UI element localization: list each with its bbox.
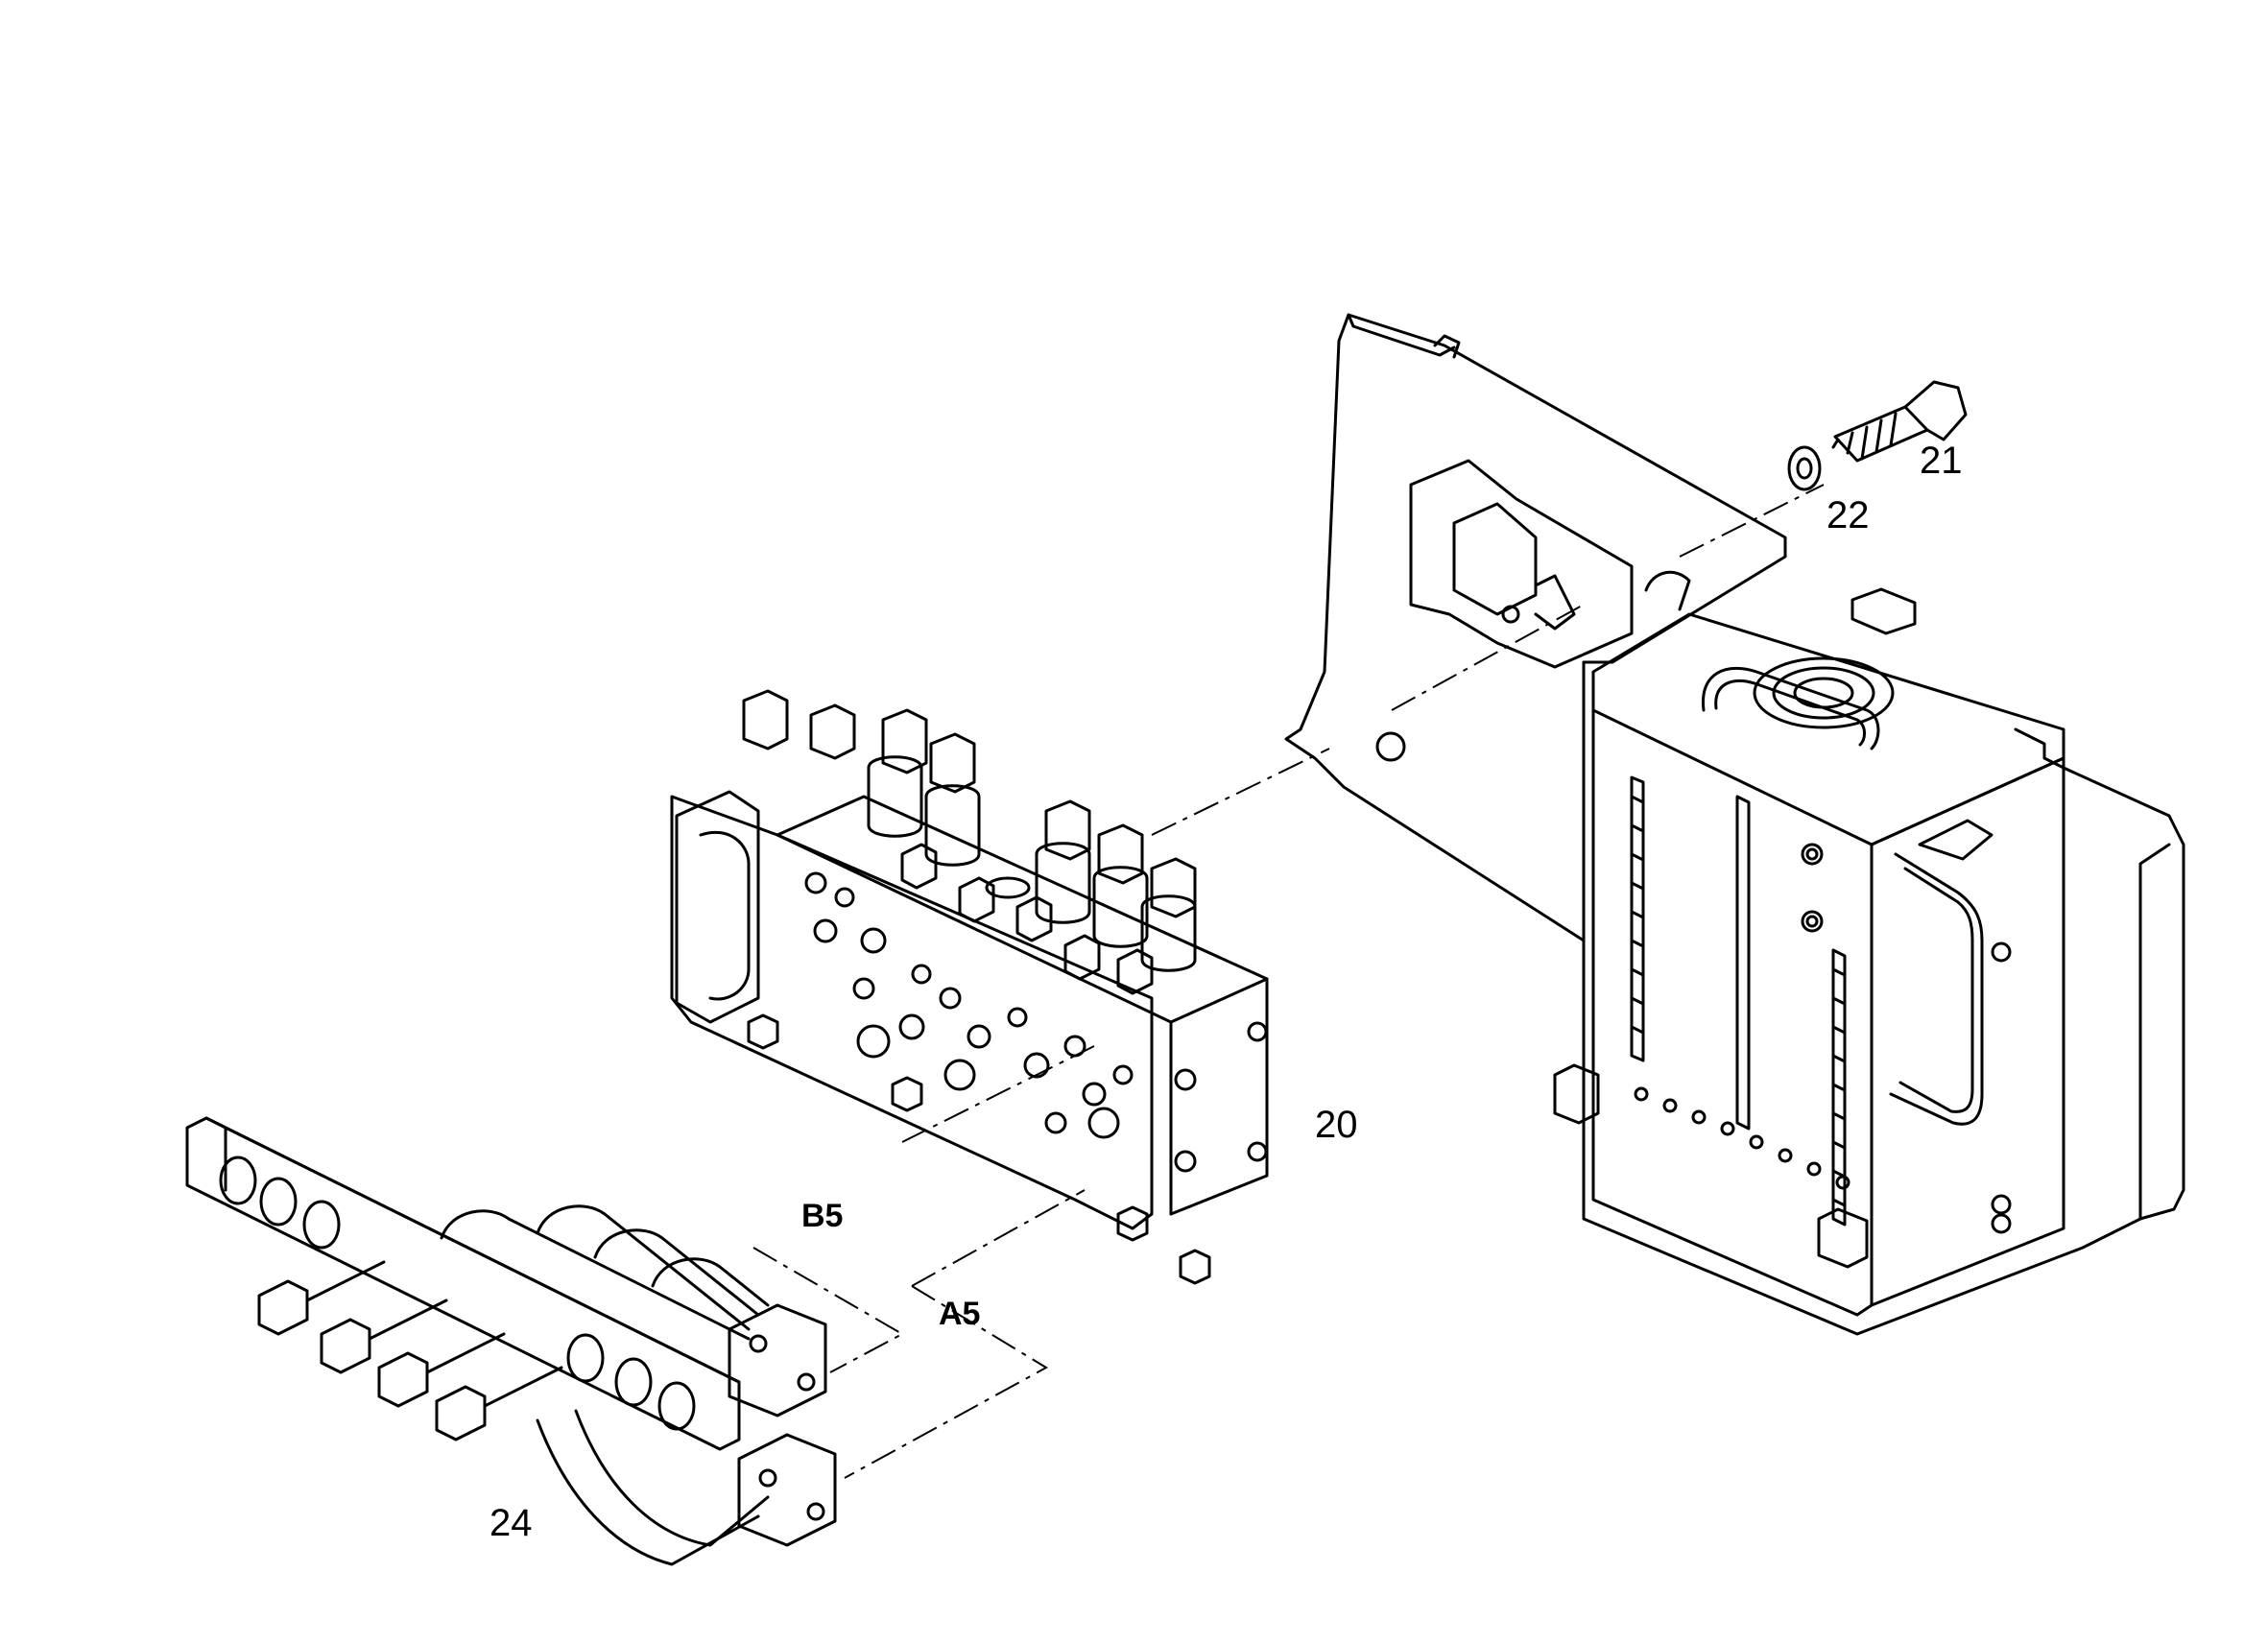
- pipe-manifold: [185, 1116, 837, 1566]
- callout-24: 24: [489, 1502, 533, 1544]
- leader-lines: [752, 484, 1825, 1479]
- callout-20: 20: [1315, 1104, 1358, 1146]
- bolt: [1831, 380, 1968, 463]
- washer: [1787, 445, 1822, 491]
- control-valve: [670, 689, 1269, 1285]
- frame-bracket: [1284, 313, 2185, 1336]
- connection-label-b5: B5: [801, 1198, 844, 1234]
- callout-21: 21: [1920, 440, 1963, 482]
- connection-label-a5: A5: [939, 1296, 981, 1332]
- callout-22: 22: [1826, 494, 1870, 536]
